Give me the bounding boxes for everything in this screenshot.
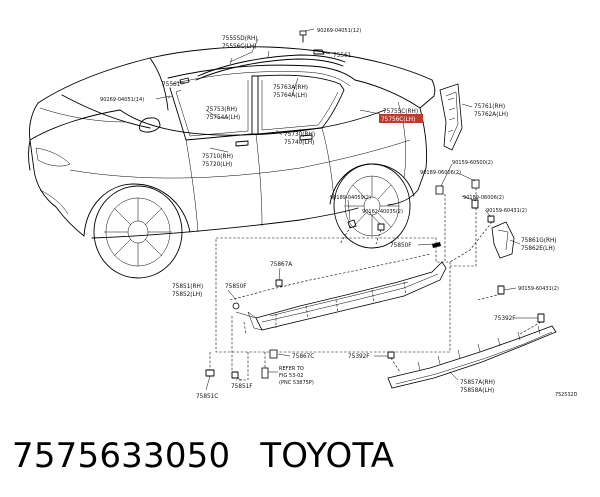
callout-75861g: 75861G(RH)	[521, 236, 557, 244]
callout-90159-60431-a: 90159-60431(2)	[486, 208, 527, 214]
front-wheel	[83, 183, 191, 279]
callout-75850f-top: 75850F	[390, 241, 412, 249]
callout-75392f-right: 75392F	[494, 314, 516, 322]
callout-75555d: 75555D(RH)	[222, 34, 258, 42]
callout-75764a: 75764A(LH)	[273, 91, 307, 99]
rocker-molding	[229, 253, 447, 335]
callout-90269-left: 90269-04051(14)	[100, 97, 144, 103]
callout-75763a: 75763A(RH)	[273, 83, 308, 91]
part-number: 7575633050	[12, 436, 231, 476]
callout-75851: 75851(RH)	[172, 282, 203, 290]
mud-guard	[491, 221, 515, 259]
highlight-box	[379, 114, 423, 123]
callout-75392f-left: 75392F	[348, 352, 370, 360]
callout-90269-top: 90269-04051(12)	[317, 28, 361, 34]
callout-75857a: 75857A(RH)	[460, 378, 495, 386]
connector-lines	[209, 188, 542, 381]
callout-75756c-highlighted: 75756C(LH)	[381, 115, 415, 123]
callout-75561-left: 75561	[162, 80, 181, 88]
car-body-outline	[28, 46, 436, 239]
callout-90189-04059: 90189-04059(2)	[330, 195, 371, 201]
callout-90159-60431-b: 90159-60431(2)	[518, 286, 559, 292]
callout-75852: 75852(LH)	[172, 290, 202, 298]
callout-75710: 75710(RH)	[202, 152, 233, 160]
part-caption: 7575633050 TOYOTA	[12, 434, 592, 478]
refer-to-note-line-3: (PNC 53875P)	[279, 380, 314, 386]
fasteners	[205, 179, 545, 379]
callout-75867a: 75867A	[270, 260, 292, 268]
callout-90189-06006-a: 90189-06006(2)	[420, 170, 461, 176]
callout-90162-40035: 90162-40035(2)	[362, 209, 403, 215]
callout-75561-top: 75561	[333, 51, 352, 59]
callout-75730: 75730(RH)	[284, 130, 315, 138]
roof-clip-parts	[167, 30, 325, 99]
leader-lines	[155, 28, 538, 391]
brand-name: TOYOTA	[260, 436, 395, 476]
callout-75867c: 75867C	[292, 352, 314, 360]
rocker-panel-group-frame	[215, 237, 451, 353]
rear-quarter-garnish	[439, 83, 463, 151]
parts-diagram: 90269-04051(12) 75555D(RH) 75556C(LH) 75…	[28, 28, 578, 400]
rear-wheel	[329, 163, 415, 249]
refer-to-note-line-1: REFER TO	[279, 366, 304, 372]
callout-75556c: 75556C(LH)	[222, 42, 256, 50]
callout-90159-60500: 90159-60500(2)	[452, 160, 493, 166]
callout-90189-06006-b: 90189-06006(2)	[463, 195, 504, 201]
callout-75754a: 75754A(LH)	[206, 113, 240, 121]
lower-rocker-extension	[387, 325, 557, 389]
callout-75761: 75761(RH)	[474, 102, 505, 110]
refer-to-note-line-2: FIG 53-02	[279, 373, 304, 379]
callout-75851c: 75851C	[196, 392, 218, 400]
callout-75862e: 75862E(LH)	[521, 244, 555, 252]
callout-75850f-left: 75850F	[225, 282, 247, 290]
callout-75740: 75740(LH)	[284, 138, 314, 146]
callout-75755c: 75755C(RH)	[383, 107, 418, 115]
callout-75858a: 75858A(LH)	[460, 386, 494, 394]
callout-75762a: 75762A(LH)	[474, 110, 508, 118]
callout-75720: 75720(LH)	[202, 160, 232, 168]
callout-75851f: 75851F	[231, 382, 253, 390]
roof-drip-molding	[195, 50, 346, 81]
callout-75753: 75753(RH)	[206, 105, 237, 113]
diagram-code: 752532D	[555, 392, 578, 398]
